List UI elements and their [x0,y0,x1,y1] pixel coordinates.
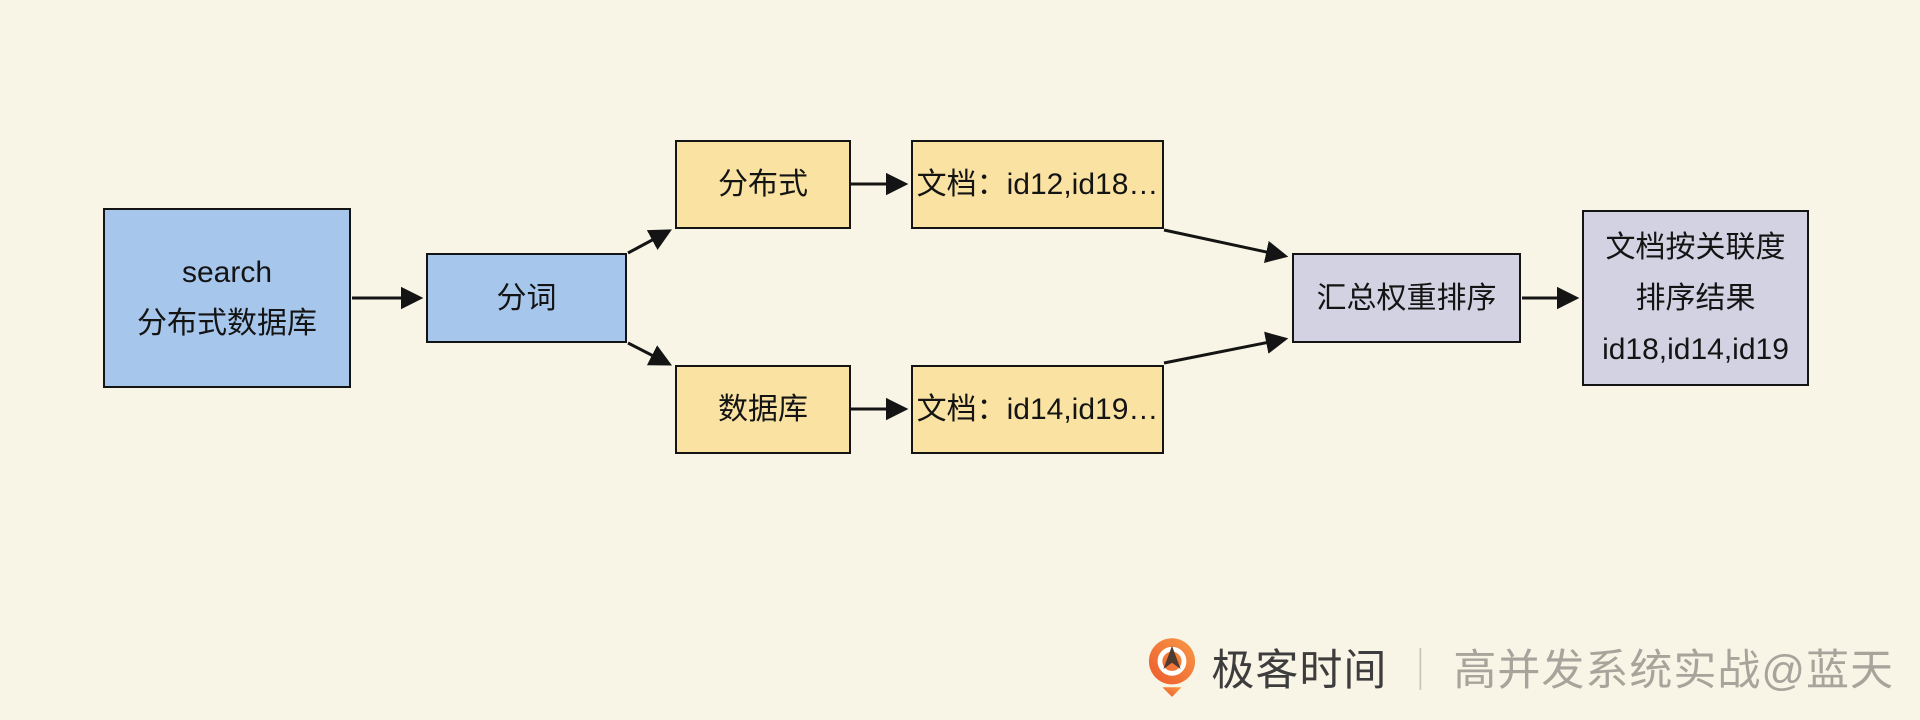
credit-text: 高并发系统实战@蓝天 [1453,647,1894,695]
node-label-line: id18,id14,id19 [1602,332,1789,366]
node-docs-distributed: 文档：id12,id18… [911,140,1164,229]
node-search-query: search 分布式数据库 [103,208,351,388]
node-term-database: 数据库 [675,365,851,454]
node-tokenize: 分词 [426,253,627,343]
arrow-docs-bottom-to-merge [1163,331,1289,365]
node-label-line: search [181,256,273,289]
node-label-line: 分布式 [718,168,808,201]
node-ranked-result: 文档按关联度 排序结果 id18,id14,id19 [1582,210,1809,386]
arrow-docs-top-to-merge [1163,228,1289,263]
arrow-tokenize-to-term-top [627,229,672,255]
node-label-line: 分词 [496,281,557,315]
arrow-tokenize-to-term-bottom [627,341,673,366]
watermark: 极客时间 ｜ 高并发系统实战@蓝天 [1147,630,1894,704]
separator-bar: ｜ [1399,646,1442,694]
brand-name: 极客时间 [1211,647,1388,695]
node-docs-database: 文档：id14,id19… [911,365,1164,454]
node-label-line: 汇总权重排序 [1316,281,1497,315]
geektime-logo-icon [1149,638,1196,697]
node-label-line: 文档按关联度 [1605,230,1786,264]
node-label-line: 数据库 [718,393,808,426]
node-label-line: 文档：id14,id19… [916,393,1159,426]
node-merge-rank: 汇总权重排序 [1292,253,1521,343]
node-label-line: 文档：id12,id18… [916,168,1159,201]
node-label-line: 分布式数据库 [137,307,317,340]
node-label-line: 排序结果 [1635,281,1756,315]
node-term-distributed: 分布式 [675,140,851,229]
